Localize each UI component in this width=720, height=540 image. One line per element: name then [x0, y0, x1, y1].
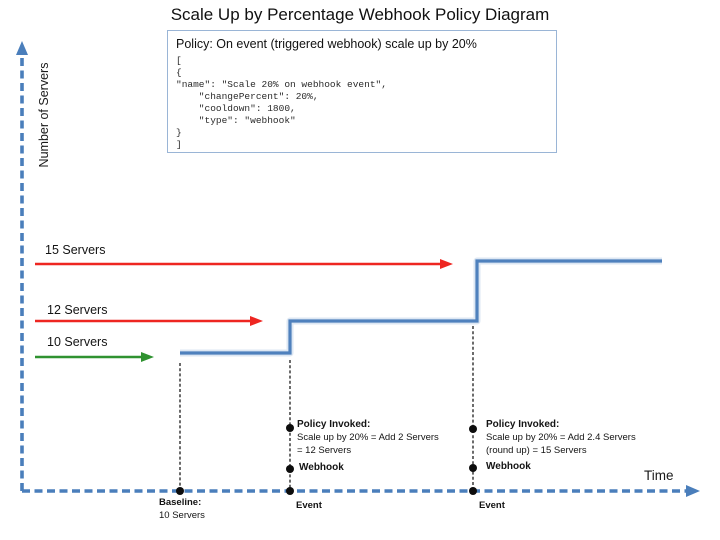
y-axis-label: Number of Servers	[37, 62, 51, 168]
event2-policy-annotation: Policy Invoked: Scale up by 20% = Add 2.…	[486, 418, 636, 457]
label-10-servers: 10 Servers	[47, 335, 108, 349]
label-15-servers: 15 Servers	[45, 243, 106, 257]
server-step-line	[180, 259, 662, 355]
event1-axis-dot	[286, 487, 294, 495]
y-axis-arrowhead-icon	[16, 41, 28, 55]
label-12-servers: 12 Servers	[47, 303, 108, 317]
arrow-12-servers-head-icon	[250, 316, 263, 326]
event1-policy-line1: Scale up by 20% = Add 2 Servers	[297, 432, 439, 443]
event1-policy-title: Policy Invoked:	[297, 419, 371, 430]
baseline-sublabel: 10 Servers	[159, 510, 205, 521]
event2-webhook-dot	[469, 464, 477, 472]
event2-policy-dot	[469, 425, 477, 433]
event1-policy-line2: = 12 Servers	[297, 445, 352, 456]
event2-webhook-label: Webhook	[486, 461, 531, 472]
policy-text-box: Policy: On event (triggered webhook) sca…	[167, 30, 557, 153]
arrow-10-servers-head-icon	[141, 352, 154, 362]
policy-json-code: [ { "name": "Scale 20% on webhook event"…	[176, 55, 387, 150]
policy-heading: Policy: On event (triggered webhook) sca…	[176, 37, 477, 51]
event2-policy-line1: Scale up by 20% = Add 2.4 Servers	[486, 432, 636, 443]
event1-policy-dot	[286, 424, 294, 432]
x-axis-arrowhead-icon	[686, 485, 700, 497]
arrow-15-servers-head-icon	[440, 259, 453, 269]
event2-policy-title: Policy Invoked:	[486, 419, 560, 430]
baseline-axis-dot	[176, 487, 184, 495]
event2-axis-dot	[469, 487, 477, 495]
event1-webhook-dot	[286, 465, 294, 473]
event1-policy-annotation: Policy Invoked: Scale up by 20% = Add 2 …	[297, 418, 439, 457]
event1-label: Event	[296, 500, 322, 511]
event2-policy-line2: (round up) = 15 Servers	[486, 445, 587, 456]
event2-label: Event	[479, 500, 505, 511]
x-axis-label: Time	[644, 468, 674, 483]
page-title: Scale Up by Percentage Webhook Policy Di…	[170, 5, 550, 24]
baseline-annotation: Baseline: 10 Servers	[159, 496, 205, 522]
server-step-line-halo	[180, 257, 662, 357]
event1-webhook-label: Webhook	[299, 462, 344, 473]
baseline-label: Baseline:	[159, 497, 202, 508]
